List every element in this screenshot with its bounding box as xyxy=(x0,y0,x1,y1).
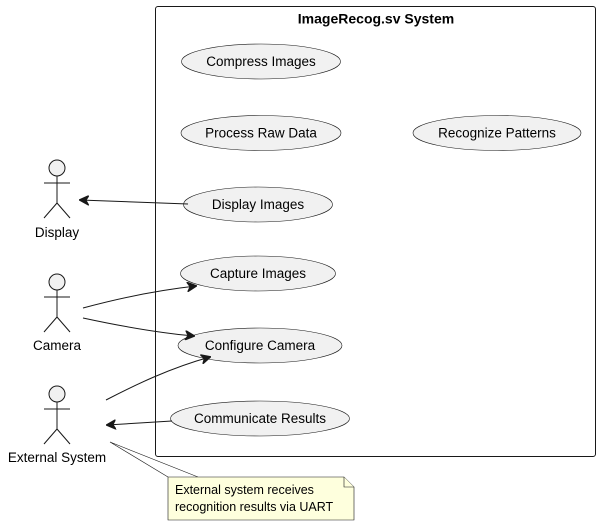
use-case-ellipse xyxy=(180,255,336,292)
use-case-label: Process Raw Data xyxy=(205,126,317,141)
stick-figure-icon xyxy=(43,273,71,333)
note-connector xyxy=(109,441,199,478)
note-fold-corner xyxy=(343,477,354,488)
association-display-images-to-display xyxy=(80,200,189,204)
use-case-ellipse xyxy=(412,115,582,151)
association-communicate-results-to-external xyxy=(107,421,173,425)
use-case-ellipse xyxy=(180,115,342,151)
association-camera-to-configure-camera xyxy=(82,317,194,336)
use-case-label: Compress Images xyxy=(206,54,316,69)
actor-external-system: External System xyxy=(8,385,106,465)
system-title: ImageRecog.sv System xyxy=(298,11,454,27)
actor-display: Display xyxy=(35,159,80,240)
use-case-display-images: Display Images xyxy=(183,186,333,223)
use-case-configure-camera: Configure Camera xyxy=(177,327,343,364)
use-case-label: Recognize Patterns xyxy=(438,126,556,141)
use-case-label: Communicate Results xyxy=(194,411,326,426)
use-case-ellipse xyxy=(181,43,341,80)
use-case-communicate-results: Communicate Results xyxy=(170,400,350,437)
actor-label: Display xyxy=(35,225,80,240)
use-case-process-raw-data: Process Raw Data xyxy=(180,115,342,151)
note-line-1: External system receives xyxy=(175,483,314,497)
use-case-recognize-patterns: Recognize Patterns xyxy=(412,115,582,151)
actor-camera: Camera xyxy=(33,273,82,353)
actor-label: External System xyxy=(8,450,106,465)
use-case-label: Capture Images xyxy=(210,266,306,281)
stick-figure-icon xyxy=(43,385,71,445)
note-box xyxy=(167,476,355,521)
association-external-to-configure-camera xyxy=(105,357,210,401)
use-case-compress-images: Compress Images xyxy=(181,43,341,80)
association-camera-to-capture-images xyxy=(82,286,196,309)
use-case-ellipse xyxy=(183,186,333,223)
use-case-capture-images: Capture Images xyxy=(180,255,336,292)
note-line-2: recognition results via UART xyxy=(175,500,334,514)
use-case-label: Display Images xyxy=(212,197,305,212)
use-case-label: Configure Camera xyxy=(205,338,316,353)
use-case-ellipse xyxy=(170,400,350,437)
use-case-ellipse xyxy=(177,327,343,364)
actor-label: Camera xyxy=(33,338,82,353)
note: External system receives recognition res… xyxy=(109,441,355,521)
stick-figure-icon xyxy=(43,159,71,219)
